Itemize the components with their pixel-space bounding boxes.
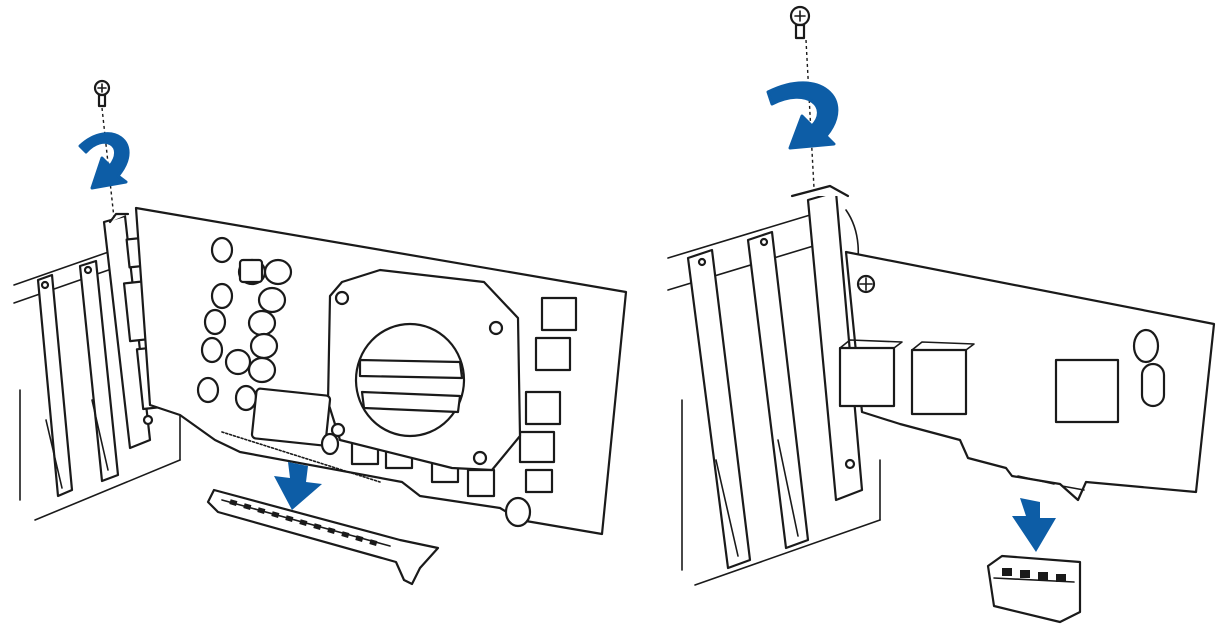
rotate-arrow-icon [766, 81, 839, 150]
slot-pins [229, 499, 378, 546]
chassis-right [667, 211, 881, 586]
pcie-x16-slot [206, 488, 440, 586]
down-arrow-icon [274, 462, 322, 510]
expansion-card [838, 250, 1216, 502]
heatsink-fan [326, 268, 522, 472]
chip [250, 387, 332, 447]
screw-icon [93, 79, 111, 108]
capacitors [196, 236, 293, 412]
panel-left [13, 79, 628, 586]
chassis-left [13, 247, 181, 521]
graphics-card [134, 206, 628, 536]
screw-guide-line [805, 39, 815, 189]
down-arrow-icon [1012, 498, 1056, 552]
card-bracket-right [790, 184, 864, 502]
pcie-x1-slot [986, 554, 1082, 624]
screw-icon [789, 5, 811, 40]
panel-right [667, 5, 1216, 624]
rotate-arrow-icon [78, 132, 130, 190]
